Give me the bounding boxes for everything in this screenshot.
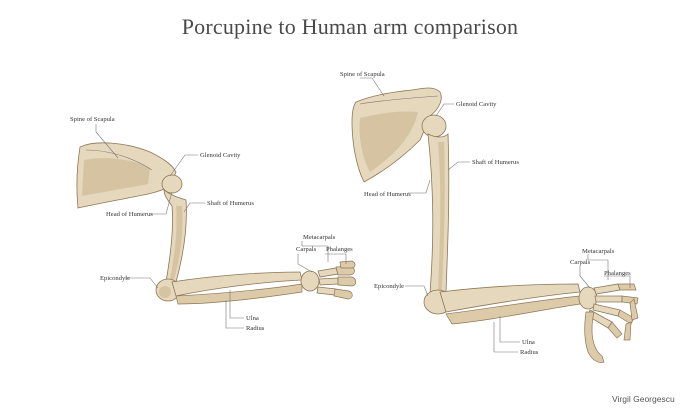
human-label-head-of-humerus: Head of Humerus	[364, 191, 411, 198]
porcupine-label-metacarpals: Metacarpals	[303, 234, 336, 241]
human-label-phalanges: Phalanges	[604, 270, 631, 277]
porcupine-label-spine-of-scapula: Spine of Scapula	[70, 116, 115, 123]
human-label-ulna: Ulna	[522, 339, 535, 346]
porcupine-radius	[175, 283, 303, 305]
porcupine-label-ulna: Ulna	[246, 315, 259, 322]
porcupine-leader-lines	[95, 124, 347, 329]
porcupine-label-radius: Radius	[246, 325, 265, 332]
page-title: Porcupine to Human arm comparison	[181, 14, 519, 39]
porcupine-arm	[76, 142, 357, 305]
human-label-spine-of-scapula: Spine of Scapula	[340, 71, 385, 78]
human-labels: Spine of Scapula Glenoid Cavity Shaft of…	[340, 71, 631, 356]
artist-credit: Virgil Georgescu	[612, 394, 675, 404]
human-label-carpals: Carpals	[570, 259, 591, 266]
human-arm	[351, 87, 639, 363]
porcupine-label-head-of-humerus: Head of Humerus	[106, 211, 153, 218]
human-label-metacarpals: Metacarpals	[582, 248, 615, 255]
human-label-shaft-of-humerus: Shaft of Humerus	[472, 159, 519, 166]
porcupine-label-shaft-of-humerus: Shaft of Humerus	[207, 200, 254, 207]
porcupine-label-epicondyle: Epicondyle	[100, 275, 130, 282]
porcupine-labels: Spine of Scapula Glenoid Cavity Head of …	[70, 116, 353, 332]
porcupine-label-glenoid-cavity: Glenoid Cavity	[200, 152, 241, 159]
human-label-radius: Radius	[520, 349, 539, 356]
porcupine-label-phalanges: Phalanges	[326, 246, 353, 253]
human-thumb	[584, 311, 605, 363]
human-humerus-head	[421, 114, 447, 138]
porcupine-label-carpals: Carpals	[296, 246, 317, 253]
porcupine-carpals	[300, 270, 320, 292]
human-label-epicondyle: Epicondyle	[374, 283, 404, 290]
human-humerus	[427, 133, 450, 295]
human-label-glenoid-cavity: Glenoid Cavity	[456, 101, 497, 108]
human-leader-lines	[360, 77, 631, 353]
